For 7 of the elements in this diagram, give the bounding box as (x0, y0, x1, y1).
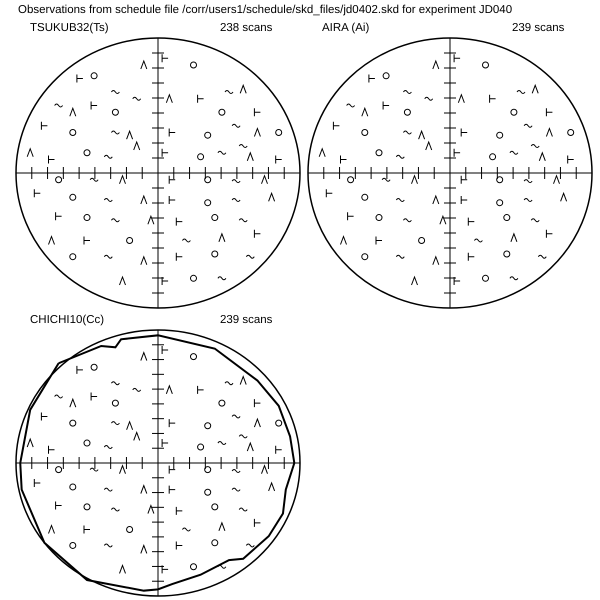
station-name: AIRA (Ai) (322, 22, 370, 35)
scan-count: 239 scans (220, 314, 272, 327)
station-name: TSUKUB32(Ts) (30, 22, 109, 35)
scan-count: 239 scans (512, 22, 564, 35)
scan-count: 238 scans (220, 22, 272, 35)
station-name: CHICHI10(Cc) (30, 314, 104, 327)
plot-title: Observations from schedule file /corr/users1/schedule/skd_files/jd0402.skd for experiment JD040 (18, 4, 512, 16)
